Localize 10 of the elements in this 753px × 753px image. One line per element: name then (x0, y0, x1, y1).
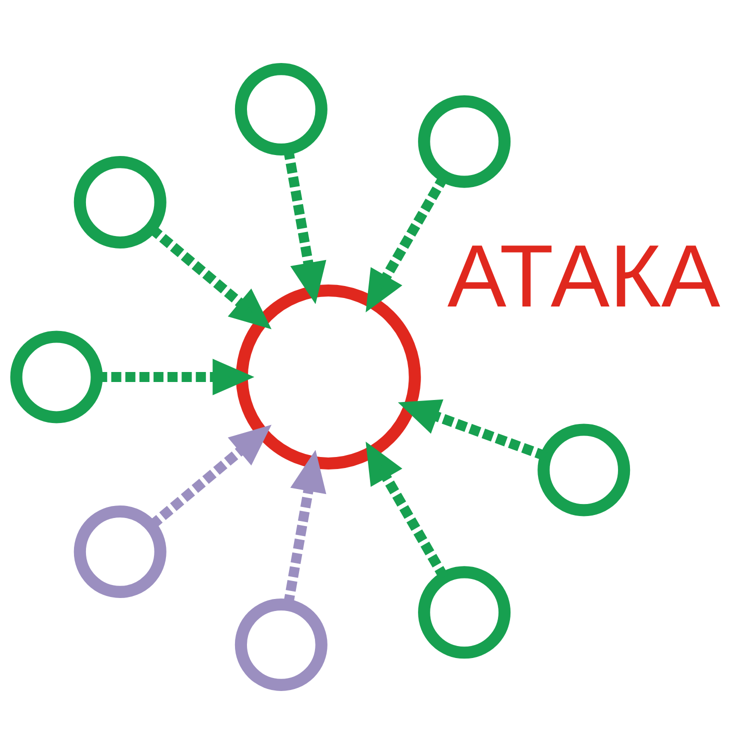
node-circle (234, 598, 328, 690)
node-circle (74, 156, 166, 248)
node-label: АТАКА (447, 226, 720, 326)
node-circle (418, 94, 511, 188)
node-circle (538, 423, 630, 516)
node-circle (236, 284, 421, 470)
node-circle (10, 330, 103, 423)
node-circle (234, 62, 328, 156)
node-circle (418, 566, 511, 658)
node-circle (74, 504, 166, 598)
